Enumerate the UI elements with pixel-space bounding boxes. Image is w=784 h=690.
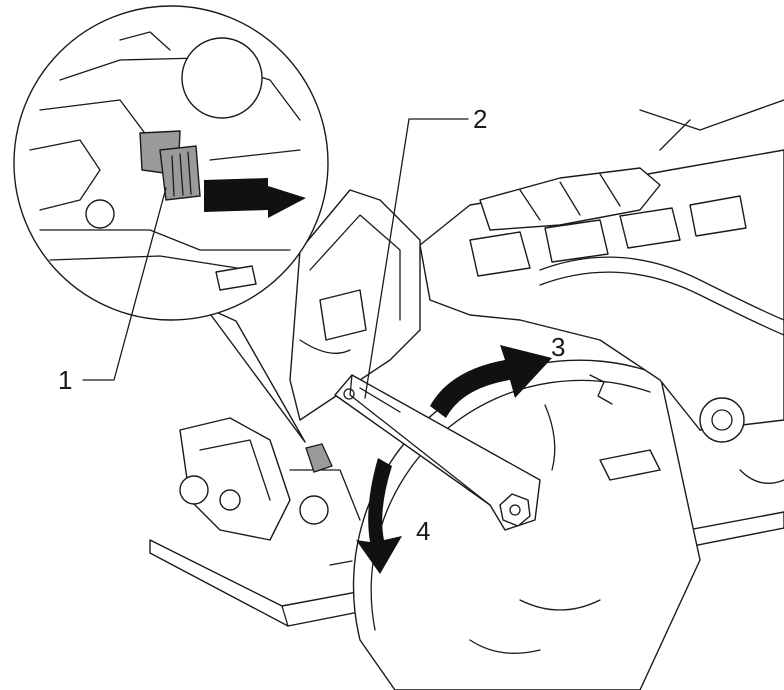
motor-housing <box>419 99 784 484</box>
hex-wrench <box>334 374 541 531</box>
callout-1: 1 <box>58 365 72 395</box>
leader-2 <box>364 118 469 399</box>
wrench-hole <box>343 388 355 400</box>
leader-1 <box>82 187 167 381</box>
magnifier-bubble <box>13 5 329 443</box>
shaft-lock-lever <box>305 443 333 473</box>
callout-2: 2 <box>473 104 487 134</box>
callout-4: 4 <box>416 516 430 546</box>
leader-lines <box>82 118 469 399</box>
blade-guard <box>289 189 421 421</box>
push-arrow <box>204 178 306 218</box>
rotate-arrow-4 <box>356 458 402 574</box>
hex-bolt <box>499 493 531 527</box>
front-assembly <box>179 417 361 541</box>
callout-3: 3 <box>551 332 565 362</box>
rotate-arrow-3 <box>430 345 552 418</box>
